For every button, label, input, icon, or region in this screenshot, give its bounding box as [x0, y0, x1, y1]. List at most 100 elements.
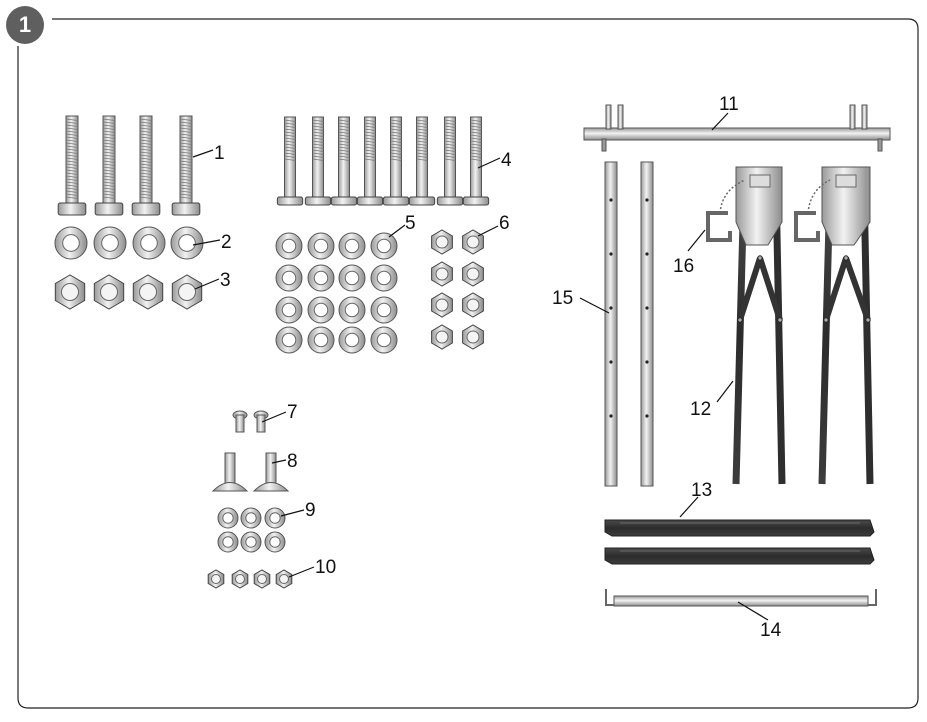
flat-washer — [307, 232, 335, 260]
threaded-bolt — [436, 116, 464, 206]
light-cross-brace — [605, 589, 877, 607]
flat-washer — [370, 296, 398, 324]
part-8-label: 8 — [287, 451, 298, 472]
top-cross-bar — [583, 104, 891, 152]
long-hex-bolt — [171, 115, 201, 216]
part-4-label: 4 — [501, 150, 512, 171]
part-6-leader — [477, 225, 499, 237]
part-10-label: 10 — [315, 557, 336, 578]
large-hex-nut — [54, 274, 86, 310]
flat-washer — [338, 296, 366, 324]
small-washer — [264, 531, 286, 553]
parts-artwork — [54, 104, 891, 607]
hex-nut — [431, 261, 453, 287]
part-1-leader — [192, 149, 214, 158]
hex-nut — [462, 324, 484, 350]
dark-rail — [604, 547, 875, 565]
hex-nut — [462, 261, 484, 287]
part-5-leader — [388, 224, 406, 238]
folding-leg-bracket — [818, 166, 874, 485]
vertical-post — [640, 161, 654, 487]
hex-nut — [462, 229, 484, 255]
part-14-leader — [737, 601, 769, 621]
long-hex-bolt — [131, 115, 161, 216]
folding-leg-bracket — [732, 166, 786, 485]
threaded-bolt — [462, 116, 490, 206]
part-11-label: 11 — [719, 94, 739, 115]
part-13-label: 13 — [691, 480, 712, 501]
part-14-label: 14 — [760, 620, 782, 641]
large-flat-washer — [170, 226, 204, 260]
flat-washer — [338, 232, 366, 260]
part-2-label: 2 — [221, 232, 232, 253]
small-hex-nut — [231, 569, 249, 589]
flat-washer — [275, 326, 303, 354]
callout-leaders — [192, 112, 769, 621]
flat-washer — [370, 264, 398, 292]
part-12-leader — [716, 380, 734, 403]
carriage-bolt — [252, 452, 290, 492]
small-washer — [240, 531, 262, 553]
flat-washer — [275, 296, 303, 324]
short-screw — [232, 410, 248, 433]
hook-clip — [706, 179, 746, 242]
part-11-leader — [711, 112, 729, 131]
part-15-leader — [579, 297, 610, 314]
part-15-label: 15 — [552, 288, 573, 309]
threaded-bolt — [382, 116, 410, 206]
small-hex-nut — [207, 569, 225, 589]
flat-washer — [307, 296, 335, 324]
small-washer — [240, 507, 262, 529]
small-washer — [217, 507, 239, 529]
part-8-leader — [271, 459, 287, 464]
part-12-label: 12 — [690, 399, 711, 420]
part-3-label: 3 — [220, 270, 231, 291]
flat-washer — [275, 232, 303, 260]
hex-nut — [431, 292, 453, 318]
part-16-leader — [687, 229, 706, 252]
vertical-post — [604, 161, 618, 487]
flat-washer — [275, 264, 303, 292]
threaded-bolt — [276, 116, 304, 206]
part-5-label: 5 — [405, 213, 416, 234]
small-hex-nut — [275, 569, 293, 589]
part-9-leader — [280, 509, 305, 517]
hook-clip — [794, 179, 831, 242]
flat-washer — [307, 326, 335, 354]
part-7-leader — [261, 411, 287, 423]
flat-washer — [338, 264, 366, 292]
carriage-bolt — [211, 452, 249, 492]
frame-border — [17, 18, 919, 709]
small-hex-nut — [253, 569, 271, 589]
dark-rail — [604, 519, 875, 537]
flat-washer — [370, 326, 398, 354]
large-hex-nut — [171, 274, 203, 310]
threaded-bolt — [330, 116, 358, 206]
hex-nut — [462, 292, 484, 318]
short-screw — [253, 410, 269, 433]
large-hex-nut — [93, 274, 125, 310]
hex-nut — [431, 229, 453, 255]
small-washer — [264, 507, 286, 529]
large-flat-washer — [132, 226, 166, 260]
part-7-label: 7 — [287, 402, 298, 423]
flat-washer — [370, 232, 398, 260]
part-9-label: 9 — [305, 500, 316, 521]
part-6-label: 6 — [499, 213, 510, 234]
part-13-leader — [679, 496, 699, 518]
part-2-leader — [192, 239, 221, 246]
part-16-label: 16 — [673, 256, 694, 277]
part-1-label: 1 — [214, 143, 225, 164]
part-10-leader — [288, 566, 315, 578]
part-4-leader — [477, 157, 501, 169]
long-hex-bolt — [57, 115, 87, 216]
large-hex-nut — [132, 274, 164, 310]
threaded-bolt — [356, 116, 384, 206]
long-hex-bolt — [94, 115, 124, 216]
small-washer — [217, 531, 239, 553]
threaded-bolt — [408, 116, 436, 206]
part-3-leader — [194, 278, 220, 290]
flat-washer — [338, 326, 366, 354]
